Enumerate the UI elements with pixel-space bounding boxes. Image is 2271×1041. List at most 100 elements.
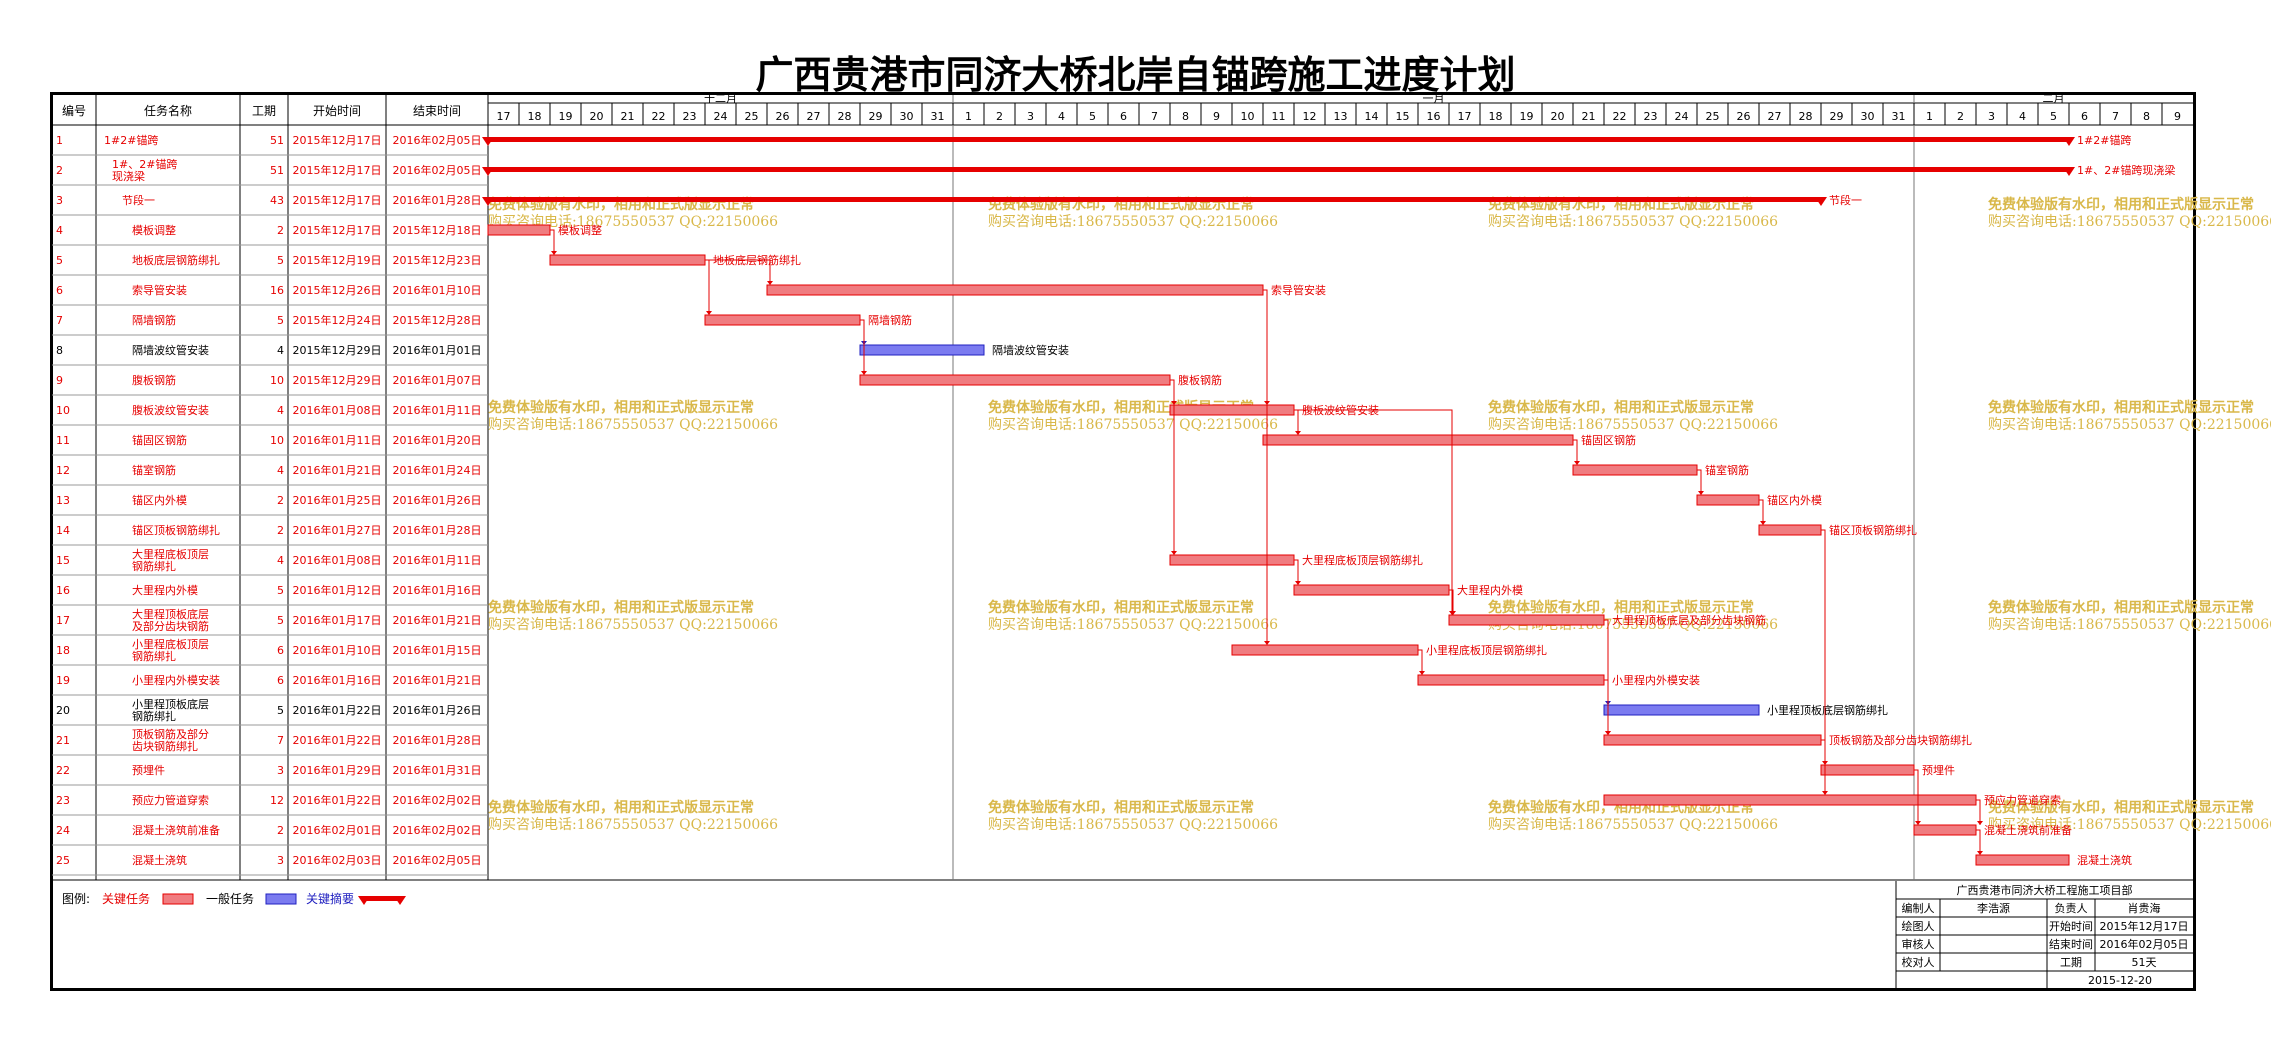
task-name: 节段一 — [122, 193, 155, 207]
task-end: 2016年01月24日 — [393, 463, 482, 477]
task-end: 2016年01月21日 — [393, 613, 482, 627]
task-bar — [1603, 704, 1760, 716]
summary-bar — [488, 197, 1821, 202]
bar-label: 腹板钢筋 — [1178, 373, 1222, 387]
task-name: 顶板钢筋及部分 — [132, 727, 209, 741]
bar-label: 1#、2#锚跨现浇梁 — [2077, 163, 2175, 177]
summary-bar-end-cap — [2063, 137, 2075, 146]
task-duration: 2 — [277, 824, 284, 837]
watermark-line1: 免费体验版有水印，相用和正式版显示正常 — [1988, 799, 2254, 816]
bar-label: 大里程底板顶层钢筋绑扎 — [1302, 553, 1423, 567]
task-end: 2016年02月05日 — [393, 133, 482, 147]
task-bar — [1603, 734, 1822, 746]
task-bar — [1169, 404, 1295, 416]
day-tick-label: 27 — [807, 110, 821, 123]
dependency-link — [1821, 739, 1826, 795]
task-id: 25 — [56, 854, 70, 867]
task-bar — [859, 374, 1171, 386]
task-bar — [1448, 614, 1605, 626]
dependency-link — [860, 319, 865, 375]
bar-label: 模板调整 — [558, 223, 602, 237]
dependency-link — [1821, 529, 1826, 765]
task-duration: 6 — [277, 644, 284, 657]
task-name: 大里程内外模 — [132, 583, 198, 597]
day-tick-label: 4 — [2019, 110, 2026, 123]
table-header-duration: 工期 — [252, 104, 276, 118]
day-tick-label: 18 — [528, 110, 542, 123]
task-bar — [766, 284, 1264, 296]
task-name: 隔墙钢筋 — [132, 313, 176, 327]
task-end: 2016年01月01日 — [393, 343, 482, 357]
info-date: 2015-12-20 — [2088, 974, 2152, 987]
task-end: 2016年01月21日 — [393, 673, 482, 687]
bar-label: 锚区内外模 — [1767, 493, 1822, 507]
bar-label: 小里程顶板底层钢筋绑扎 — [1767, 703, 1888, 717]
task-end: 2016年01月15日 — [393, 643, 482, 657]
dependency-link — [1914, 769, 1919, 825]
task-start: 2015年12月29日 — [293, 343, 382, 357]
table-header-name: 任务名称 — [144, 103, 192, 118]
day-tick-label: 19 — [1520, 110, 1534, 123]
task-id: 8 — [56, 344, 63, 357]
legend-critical-swatch — [162, 893, 194, 905]
watermark-line1: 免费体验版有水印，相用和正式版显示正常 — [1488, 599, 1754, 616]
task-start: 2016年01月22日 — [293, 733, 382, 747]
dependency-arrow — [861, 371, 867, 375]
task-id: 10 — [56, 404, 70, 417]
task-start: 2015年12月17日 — [293, 163, 382, 177]
bar-label: 锚室钢筋 — [1705, 463, 1749, 477]
task-duration: 51 — [270, 164, 284, 177]
day-tick-label: 6 — [1120, 110, 1127, 123]
watermark-line1: 免费体验版有水印，相用和正式版显示正常 — [988, 599, 1254, 616]
day-tick-label: 18 — [1489, 110, 1503, 123]
summary-bar-start-cap — [482, 197, 494, 206]
task-id: 12 — [56, 464, 70, 477]
task-name: 1#2#锚跨 — [104, 133, 158, 147]
task-name: 索导管安装 — [132, 283, 187, 297]
task-name-cont: 钢筋绑扎 — [132, 709, 176, 723]
task-id: 24 — [56, 824, 70, 837]
task-end: 2016年01月11日 — [393, 553, 482, 567]
task-id: 23 — [56, 794, 70, 807]
info-cell: 负责人 — [2055, 901, 2088, 915]
day-tick-label: 28 — [1799, 110, 1813, 123]
task-bar — [1758, 524, 1822, 536]
table-header-end: 结束时间 — [413, 104, 461, 118]
watermark-line2: 购买咨询电话:18675550537 QQ:22150066 — [988, 417, 1278, 433]
task-start: 2016年01月29日 — [293, 763, 382, 777]
task-start: 2015年12月24日 — [293, 313, 382, 327]
task-id: 20 — [56, 704, 70, 717]
legend-critical-label: 关键任务 — [102, 891, 150, 906]
task-duration: 3 — [277, 854, 284, 867]
task-end: 2016年01月10日 — [393, 283, 482, 297]
dependency-arrow — [1419, 671, 1425, 675]
task-start: 2016年01月17日 — [293, 613, 382, 627]
bar-label: 隔墙波纹管安装 — [992, 343, 1069, 357]
watermark-line2: 购买咨询电话:18675550537 QQ:22150066 — [988, 214, 1278, 230]
task-duration: 51 — [270, 134, 284, 147]
legend-summary-cap-right — [394, 896, 406, 905]
task-name: 大里程底板顶层 — [132, 547, 209, 561]
dependency-arrow — [1449, 611, 1455, 615]
task-start: 2015年12月17日 — [293, 193, 382, 207]
summary-bar-end-cap — [1815, 197, 1827, 206]
task-start: 2016年02月01日 — [293, 823, 382, 837]
task-name: 锚区顶板钢筋绑扎 — [132, 523, 220, 537]
task-duration: 2 — [277, 494, 284, 507]
dependency-link — [1449, 589, 1454, 615]
dependency-arrow — [1295, 431, 1301, 435]
legend-normal-swatch — [265, 893, 297, 905]
dependency-arrow — [1915, 821, 1921, 825]
bar-label: 预应力管道穿索 — [1984, 793, 2061, 807]
task-id: 9 — [56, 374, 63, 387]
task-id: 2 — [56, 164, 63, 177]
task-name-cont: 齿块钢筋绑扎 — [132, 739, 198, 753]
day-tick-label: 31 — [1892, 110, 1906, 123]
table-header-start: 开始时间 — [313, 104, 361, 118]
task-start: 2015年12月26日 — [293, 283, 382, 297]
info-cell: 结束时间 — [2049, 938, 2093, 951]
dependency-link — [1604, 619, 1609, 735]
day-tick-label: 7 — [1151, 110, 1158, 123]
day-tick-label: 12 — [1303, 110, 1317, 123]
